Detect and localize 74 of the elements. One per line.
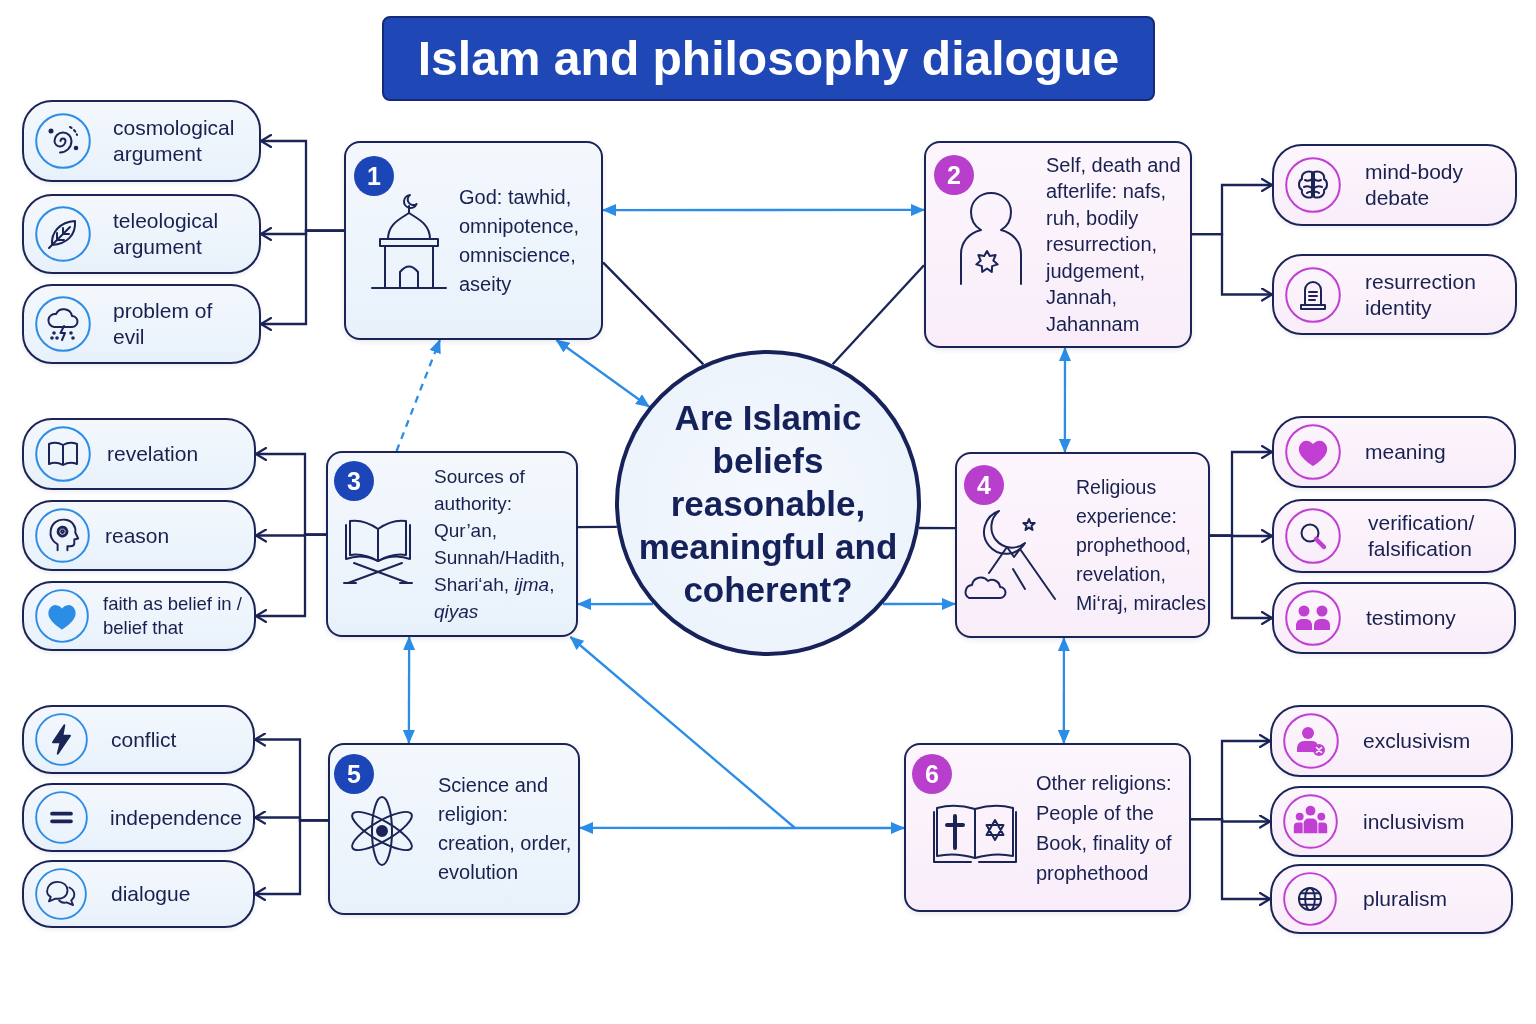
arrow — [882, 597, 956, 610]
topic-text: Sources of authority: Qur’an, Sunnah/Hadith, Shari‘ah, ijma, qiyas — [434, 465, 566, 624]
connector-line — [918, 526, 955, 530]
double-arrow — [1057, 637, 1070, 744]
subtopic-label: meaning — [1365, 439, 1447, 465]
topic-text: Religious experience: prophethood, revelation, Mi‘raj, miracles — [1076, 474, 1206, 616]
subtopic-label: teleological argument — [113, 208, 220, 260]
subtopic-label: inclusivism — [1363, 808, 1466, 835]
topic-card — [326, 451, 578, 637]
topic-card — [955, 452, 1210, 638]
subtopic-pill — [22, 418, 256, 490]
arrow — [254, 533, 326, 624]
subtopic-label: faith as belief in / belief that — [103, 592, 243, 640]
dashed-arrow — [395, 339, 441, 452]
topic-text: God: tawhid, omnipotence, omniscience, aseity — [459, 184, 581, 297]
subtopic-pill — [22, 783, 255, 852]
subtopic-label: reason — [105, 522, 171, 549]
connector-line — [831, 264, 925, 366]
topic-card — [924, 141, 1192, 348]
subtopic-label: mind-body debate — [1365, 159, 1465, 211]
number-badge: 2 — [934, 155, 974, 195]
subtopic-label: problem of evil — [113, 298, 214, 350]
double-arrow — [1058, 347, 1071, 453]
number-badge: 3 — [334, 461, 374, 501]
subtopic-pill — [22, 100, 261, 182]
subtopic-pill — [22, 284, 261, 364]
subtopic-pill — [1272, 499, 1516, 573]
number-badge: 1 — [354, 156, 394, 196]
central-question: Are Islamic beliefs reasonable, meaningful and coherent? — [637, 396, 899, 611]
subtopic-pill — [1270, 786, 1513, 857]
connector-line — [578, 525, 617, 529]
subtopic-label: resurrection identity — [1365, 268, 1477, 321]
topic-text: Science and religion: creation, order, evolution — [438, 773, 573, 885]
subtopic-pill — [1272, 416, 1516, 488]
subtopic-pill — [1270, 864, 1513, 934]
topic-text: Self, death and afterlife: nafs, ruh, bodily resurrection, judgement, Jannah, Jahannam — [1046, 152, 1182, 337]
arrow — [1210, 534, 1274, 626]
number-badge: 4 — [964, 465, 1004, 505]
topic-text: Other religions: People of the Book, finality of prophethood — [1036, 770, 1173, 886]
double-arrow — [602, 203, 925, 217]
connector-line — [602, 261, 705, 366]
subtopic-pill — [1272, 144, 1517, 226]
arrow — [259, 229, 344, 332]
double-arrow — [579, 821, 905, 834]
subtopic-pill — [1272, 582, 1516, 654]
subtopic-pill — [1272, 254, 1517, 335]
subtopic-pill — [22, 860, 255, 928]
subtopic-pill — [22, 705, 255, 774]
subtopic-pill — [22, 500, 256, 571]
topic-card — [344, 141, 603, 340]
double-arrow — [402, 636, 416, 744]
subtopic-label: verification/ falsification — [1368, 510, 1476, 562]
arrow — [1191, 817, 1272, 907]
number-badge: 5 — [334, 754, 374, 794]
subtopic-label: exclusivism — [1363, 728, 1472, 754]
subtopic-label: independence — [110, 804, 243, 831]
arrow — [577, 598, 654, 611]
subtopic-pill — [22, 581, 256, 651]
subtopic-pill — [22, 194, 261, 274]
title-banner: Islam and philosophy dialogue — [382, 16, 1155, 101]
number-badge: 6 — [912, 754, 952, 794]
subtopic-label: revelation — [107, 441, 200, 467]
arrow — [1192, 233, 1274, 302]
arrow — [569, 636, 796, 829]
subtopic-label: conflict — [111, 726, 178, 753]
subtopic-label: dialogue — [111, 881, 192, 907]
double-arrow — [555, 339, 650, 408]
topic-card — [328, 743, 580, 915]
arrow — [253, 819, 328, 902]
subtopic-label: pluralism — [1363, 886, 1449, 912]
topic-card — [904, 743, 1191, 912]
subtopic-pill — [1270, 705, 1513, 777]
subtopic-label: testimony — [1366, 605, 1457, 631]
subtopic-label: cosmological argument — [113, 115, 236, 167]
